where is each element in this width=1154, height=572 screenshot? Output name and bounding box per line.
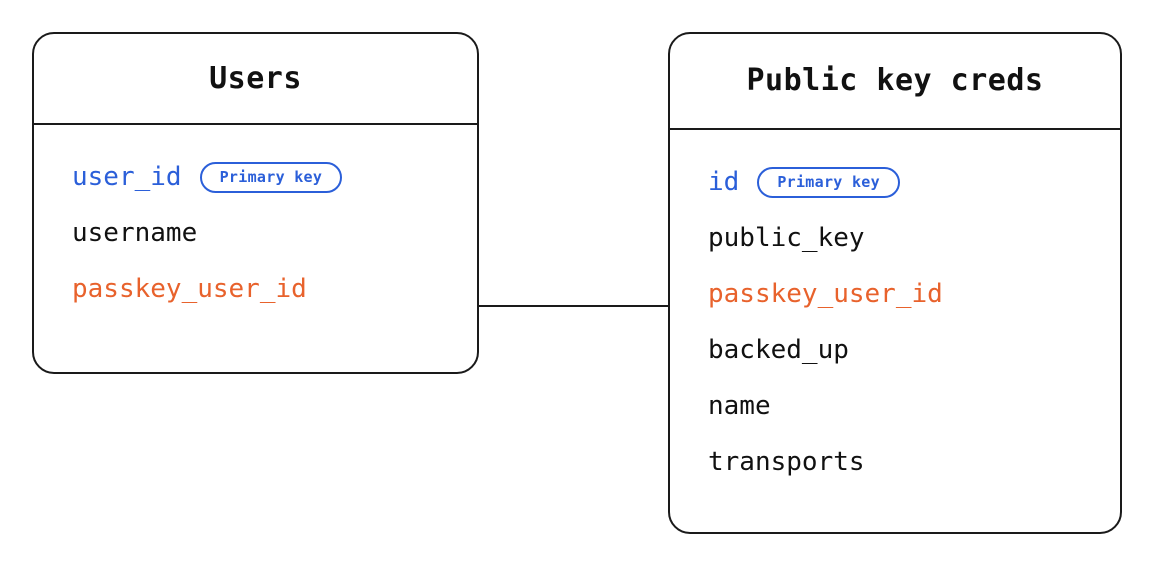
entity-table-public-key-creds[interactable]: Public key creds id Primary key public_k…	[668, 32, 1122, 534]
field-row-user-id[interactable]: user_id Primary key	[72, 149, 477, 205]
field-row-backed-up[interactable]: backed_up	[708, 322, 1120, 378]
field-label-public-key: public_key	[708, 223, 865, 253]
primary-key-badge-user-id: Primary key	[199, 161, 343, 193]
entity-field-list-public-key-creds: id Primary key public_key passkey_user_i…	[670, 130, 1120, 490]
field-row-passkey-user-id[interactable]: passkey_user_id	[708, 266, 1120, 322]
field-row-id[interactable]: id Primary key	[708, 154, 1120, 210]
field-row-public-key[interactable]: public_key	[708, 210, 1120, 266]
field-label-backed-up: backed_up	[708, 335, 849, 365]
field-label-passkey-user-id: passkey_user_id	[708, 279, 943, 309]
field-row-transports[interactable]: transports	[708, 434, 1120, 490]
primary-key-badge-label: Primary key	[777, 172, 880, 191]
field-label-passkey-user-id: passkey_user_id	[72, 274, 307, 304]
field-row-username[interactable]: username	[72, 205, 477, 261]
entity-title-public-key-creds: Public key creds	[746, 63, 1044, 98]
field-label-transports: transports	[708, 447, 865, 477]
field-label-user-id: user_id	[72, 162, 182, 192]
entity-header-public-key-creds: Public key creds	[670, 34, 1120, 130]
entity-header-users: Users	[34, 34, 477, 125]
field-row-passkey-user-id[interactable]: passkey_user_id	[72, 261, 477, 317]
primary-key-badge-id: Primary key	[757, 166, 900, 198]
entity-table-users[interactable]: Users user_id Primary key username passk…	[32, 32, 479, 374]
field-row-name[interactable]: name	[708, 378, 1120, 434]
entity-title-users: Users	[209, 60, 302, 96]
field-label-id: id	[708, 167, 740, 197]
primary-key-badge-label: Primary key	[219, 167, 323, 186]
relationship-connector-line	[479, 305, 669, 307]
field-label-name: name	[708, 391, 771, 421]
entity-field-list-users: user_id Primary key username passkey_use…	[34, 125, 477, 317]
field-label-username: username	[72, 218, 198, 248]
